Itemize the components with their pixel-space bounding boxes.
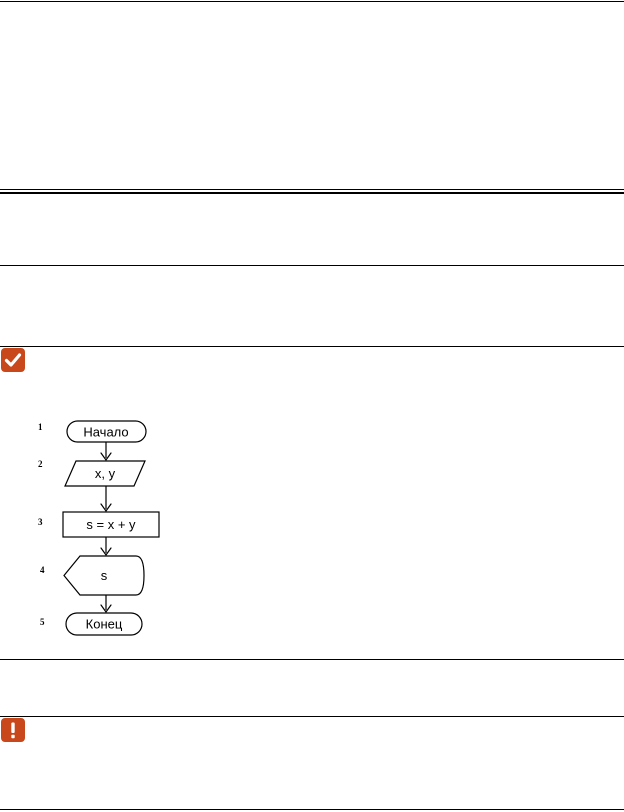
arrow-head (100, 503, 112, 513)
double-separator-bottom (0, 192, 624, 194)
step-number-5: 5 (40, 617, 45, 627)
step-number-4: 4 (40, 565, 45, 575)
input-parallelogram (64, 460, 146, 487)
arrow-head (100, 452, 112, 462)
step-number-3: 3 (38, 517, 43, 527)
end-label: Конец (86, 617, 123, 632)
start-label: Начало (83, 425, 128, 440)
display-label: s (101, 568, 108, 583)
display-shape (63, 555, 145, 596)
top-border (0, 1, 624, 2)
arrow-head (100, 547, 112, 557)
checkmark-icon (1, 348, 25, 372)
separator (0, 265, 624, 266)
separator (0, 346, 624, 347)
input-label: x, y (95, 466, 116, 481)
separator (0, 716, 624, 717)
step-number-1: 1 (38, 422, 43, 432)
process-box (62, 511, 160, 538)
arrow-head (100, 604, 112, 614)
step-number-2: 2 (38, 459, 43, 469)
exclamation-icon (1, 718, 25, 742)
double-separator-top (0, 189, 624, 190)
bottom-border (0, 809, 624, 810)
separator (0, 659, 624, 660)
end-terminal (65, 612, 143, 636)
process-label: s = x + y (86, 517, 136, 532)
